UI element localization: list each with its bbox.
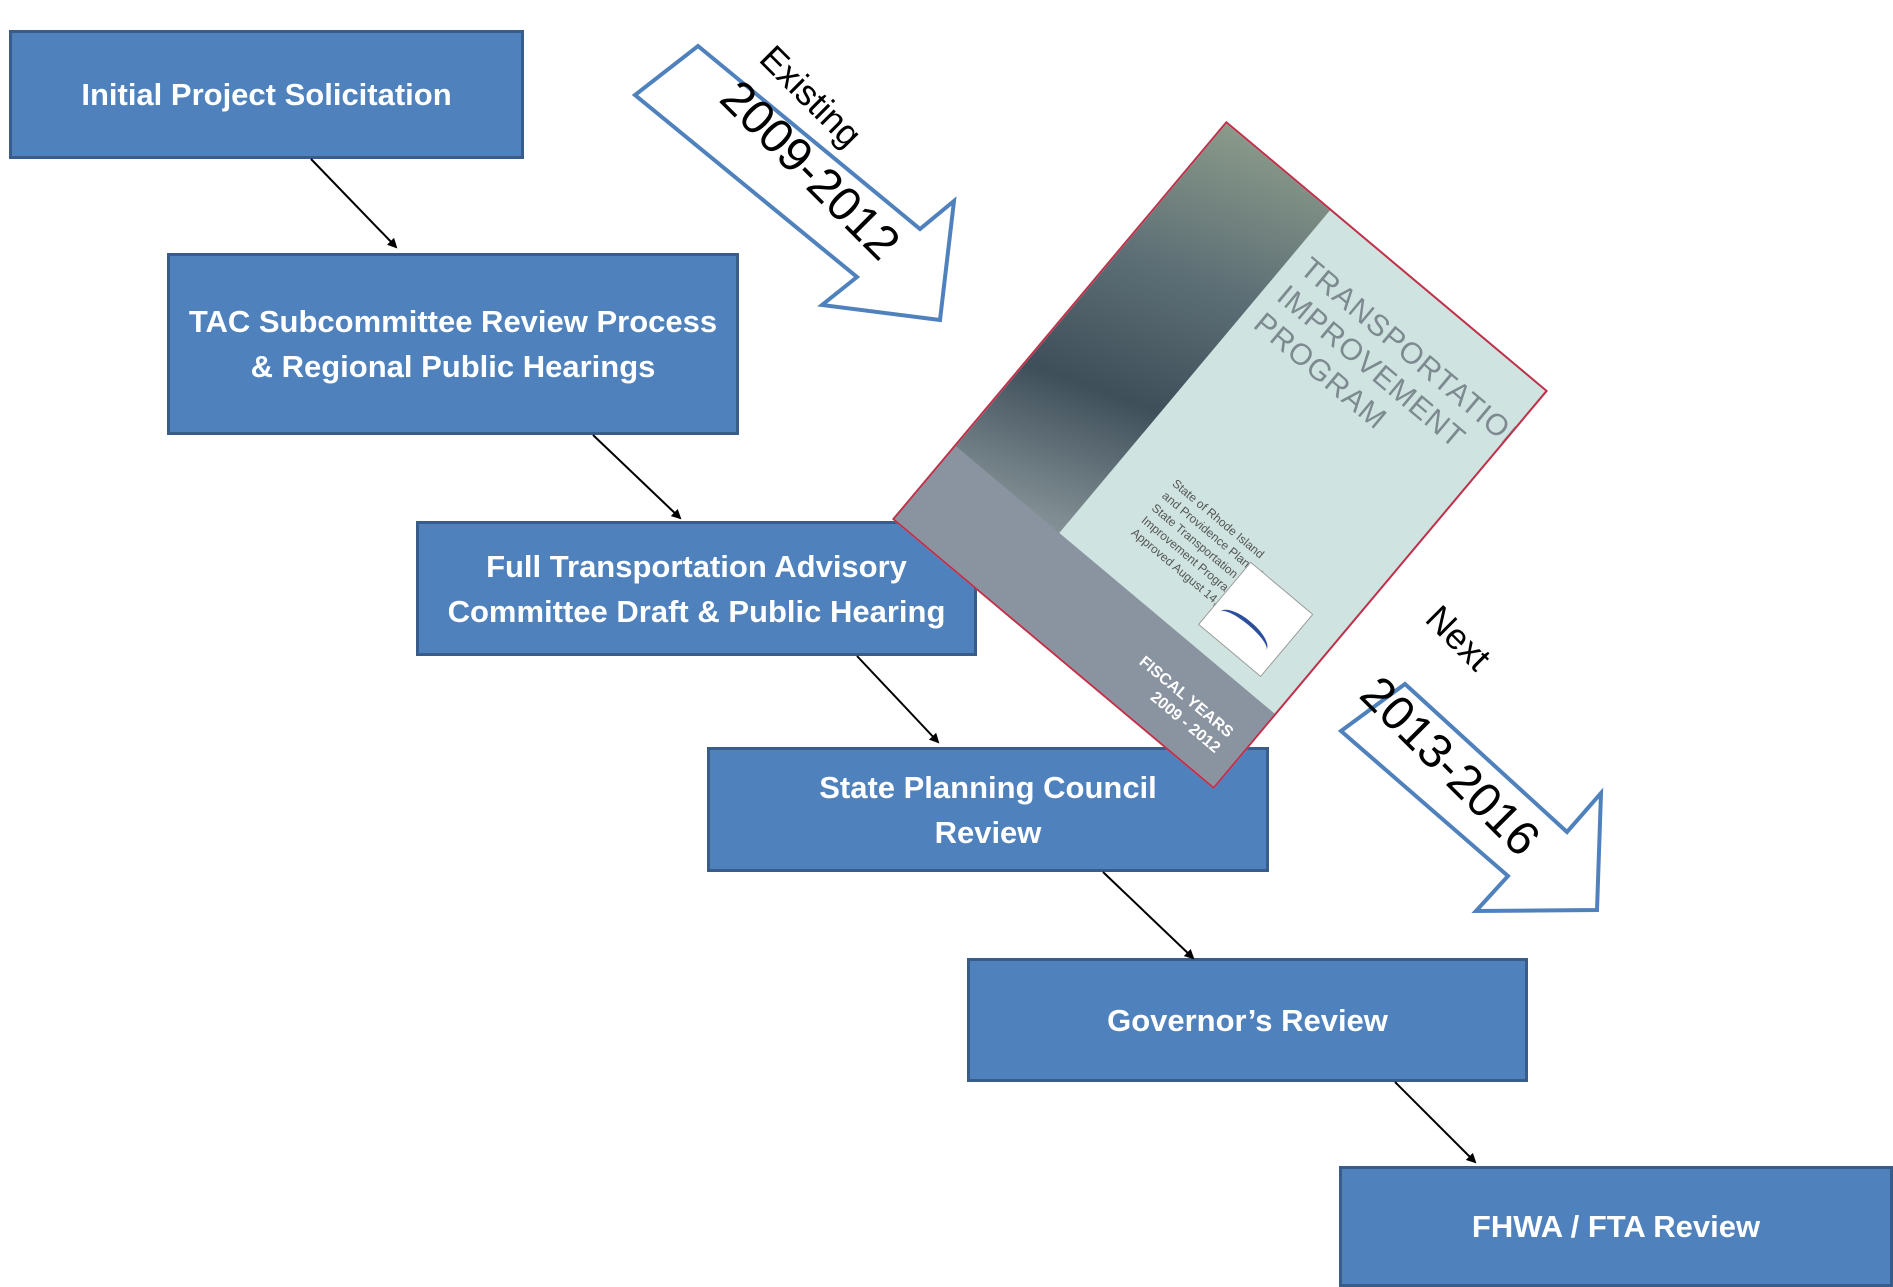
connector-arrow-5 — [1394, 1081, 1477, 1164]
connector-arrow-1 — [310, 158, 398, 249]
box-label-line-2: Review — [934, 814, 1042, 850]
initial-project-solicitation-box: Initial Project Solicitation — [9, 30, 524, 159]
state-planning-council-box: State Planning Council Review — [707, 747, 1269, 872]
box-label-line-1: Full Transportation Advisory — [486, 548, 907, 584]
existing-block-arrow — [631, 43, 957, 323]
box-label-line-1: State Planning Council — [819, 769, 1157, 805]
box-label: Initial Project Solicitation — [81, 77, 452, 112]
box-label: FHWA / FTA Review — [1471, 1209, 1761, 1244]
box-label-line-1: TAC Subcommittee Review Process — [188, 304, 718, 339]
connector-arrow-4 — [1102, 871, 1195, 960]
tac-subcommittee-review-box: TAC Subcommittee Review Process & Region… — [167, 253, 739, 435]
box-label: Governor’s Review — [1107, 1002, 1388, 1038]
connector-arrow-2 — [592, 434, 682, 520]
full-tac-draft-box: Full Transportation Advisory Committee D… — [416, 521, 977, 656]
fhwa-fta-review-box: FHWA / FTA Review — [1339, 1166, 1893, 1287]
next-block-arrow — [1337, 681, 1604, 914]
connector-arrow-3 — [856, 655, 940, 744]
box-label-line-2: Committee Draft & Public Hearing — [447, 593, 946, 629]
governors-review-box: Governor’s Review — [967, 958, 1528, 1082]
box-label-line-2: & Regional Public Hearings — [250, 349, 656, 384]
